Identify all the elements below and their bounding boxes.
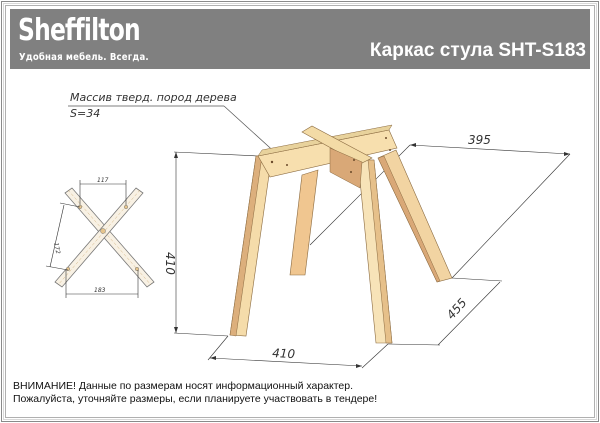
shadow-frame: [3, 3, 597, 420]
top-view-diagram: 117 183 172: [45, 177, 155, 298]
thickness-label: S=34: [70, 107, 101, 120]
dim-depth-455: 455: [444, 296, 470, 322]
dim-span-395: 395: [468, 133, 491, 147]
material-label: Массив тверд. пород дерева: [70, 91, 237, 104]
brand-logo: Sheffilton: [18, 13, 141, 48]
dim-height-410: 410: [163, 252, 177, 275]
dim-width-410: 410: [272, 346, 296, 361]
header-bar: [10, 9, 590, 69]
warning-line-2: Пожалуйста, уточняйте размеры, если план…: [13, 393, 378, 405]
dim-172: 172: [52, 242, 61, 255]
inner-frame: [5, 5, 595, 418]
page-title: Каркас стула SHT-S183: [369, 40, 586, 61]
dim-183: 183: [94, 287, 106, 294]
dim-117: 117: [97, 177, 109, 184]
chair-frame-3d: 410 410 455 395: [163, 124, 571, 369]
brand-tagline: Удобная мебель. Всегда.: [19, 52, 149, 63]
warning-line-1: ВНИМАНИЕ! Данные по размерам носят инфор…: [13, 380, 354, 392]
